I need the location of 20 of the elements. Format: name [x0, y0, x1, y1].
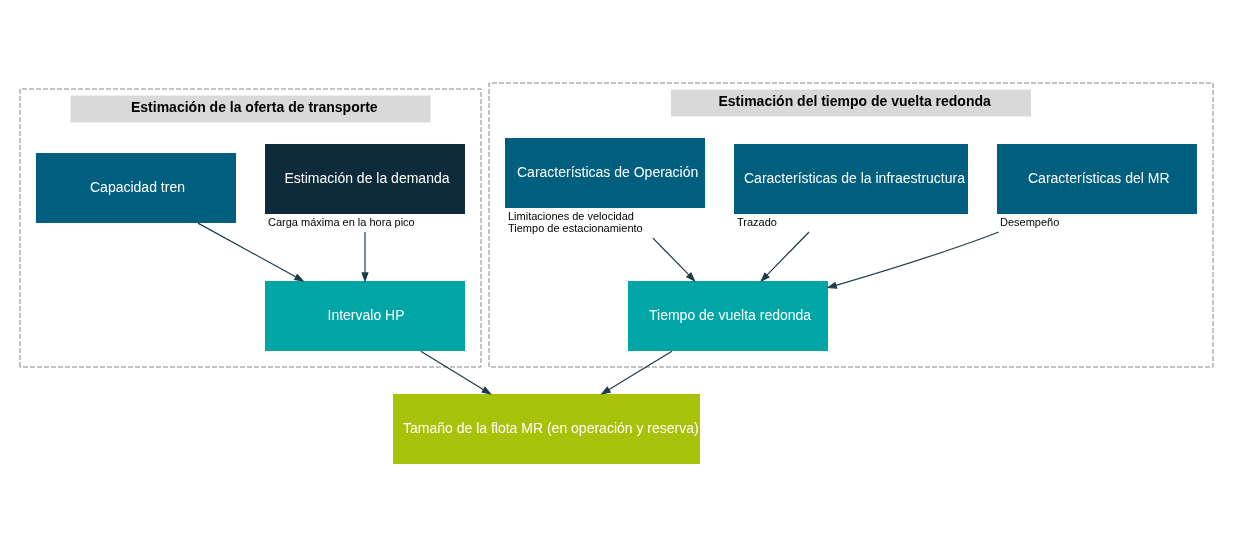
arrow — [826, 230, 1000, 289]
node-box: Características de la infraestructura — [734, 143, 968, 214]
node-label: Limitaciones de velocidad — [508, 209, 634, 222]
arrow — [420, 350, 492, 395]
arrow — [361, 230, 369, 283]
node-box: Características del MR — [997, 143, 1197, 214]
node-box: Estimación de la demanda — [265, 143, 465, 214]
node-box: Tiempo de vuelta redonda — [628, 280, 828, 351]
node-box: Capacidad tren — [36, 152, 236, 223]
node-label: Trazado — [737, 215, 777, 228]
arrow — [760, 230, 810, 282]
node-box: Tamaño de la flota MR (en operación y reserva) — [393, 393, 700, 464]
node-label: Tiempo de estacionamiento — [508, 221, 643, 234]
node-label: Carga máxima en la hora pico — [268, 215, 415, 228]
node-label: Desempeño — [1000, 215, 1060, 228]
node-box: Características de Operación — [505, 137, 705, 208]
node-box: Intervalo HP — [265, 280, 465, 351]
arrow — [600, 350, 673, 395]
arrow — [652, 237, 696, 282]
arrow — [197, 222, 305, 282]
